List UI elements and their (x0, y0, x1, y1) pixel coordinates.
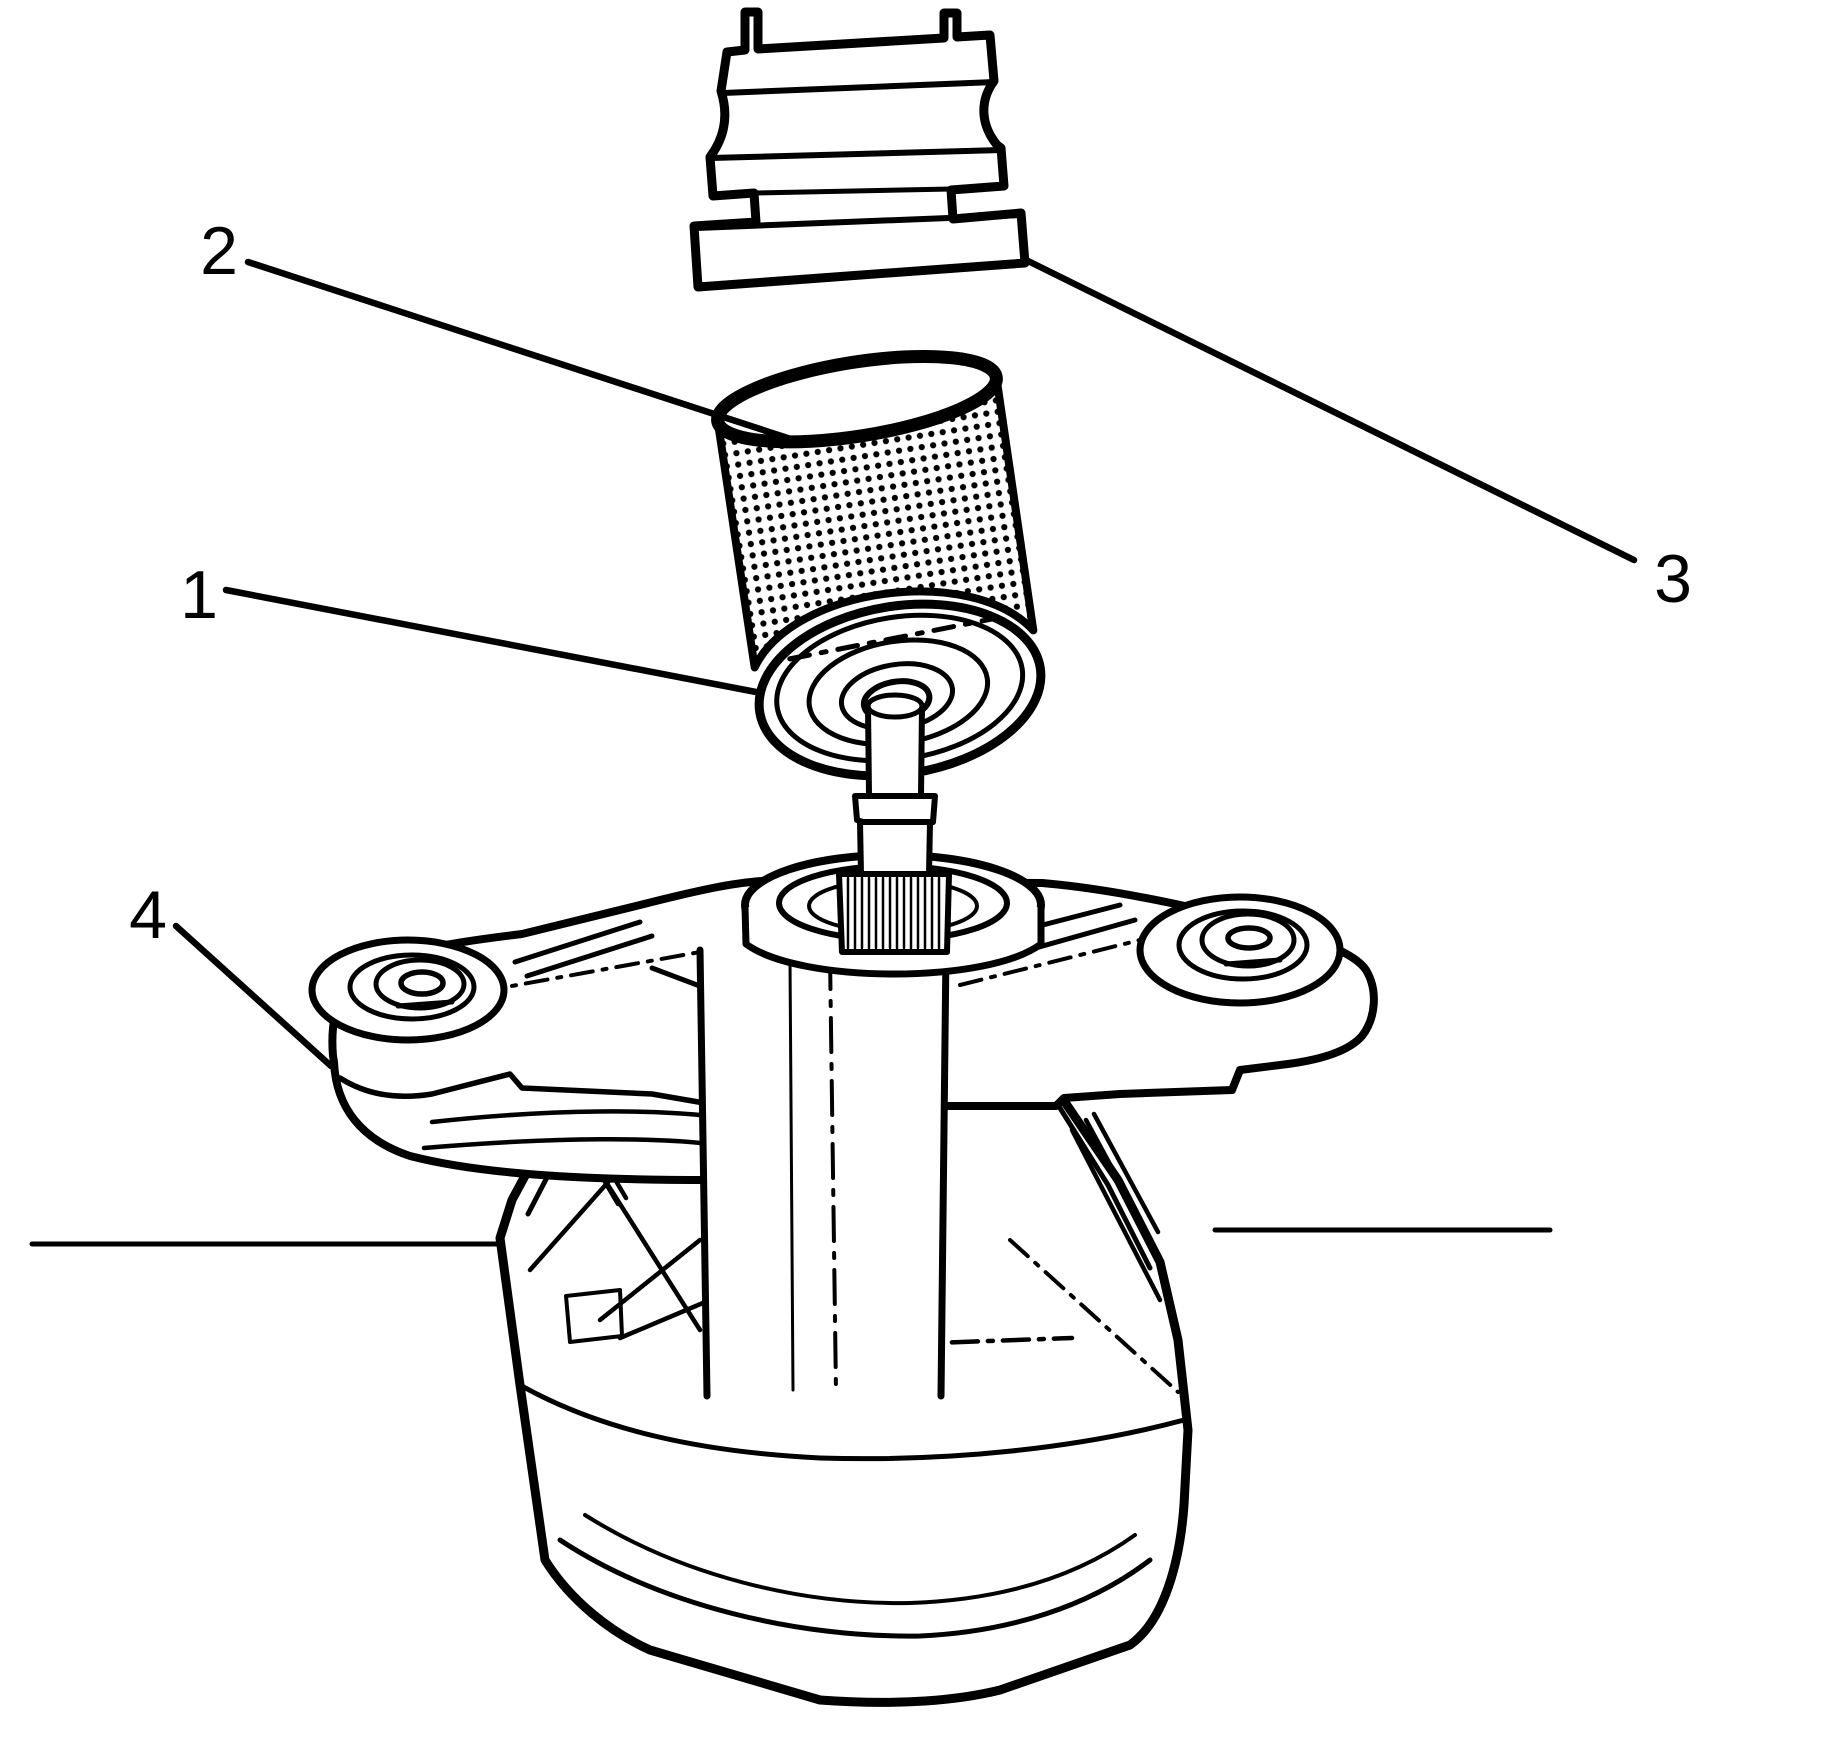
break-lines (29, 1227, 1553, 1247)
callout-label-1: 1 (180, 557, 218, 633)
leader-line-1 (222, 586, 760, 696)
pedestal-column (696, 946, 950, 1400)
leader-line-4 (172, 922, 335, 1070)
callout-labels: 1 2 3 4 (129, 213, 1692, 953)
shaft-tip (865, 692, 925, 720)
leader-lines (172, 255, 1638, 1070)
splined-end (836, 871, 952, 955)
damper-top-cap (711, 349, 1003, 449)
leader-line-3 (1020, 255, 1638, 564)
left-bushing (308, 936, 508, 1044)
callout-label-2: 2 (200, 213, 238, 289)
callout-label-4: 4 (129, 877, 167, 953)
callout-label-3: 3 (1654, 541, 1692, 617)
right-bushing (1136, 893, 1344, 1007)
damper-cylinder (711, 349, 1046, 781)
upper-isolator (689, 7, 1030, 292)
shaft (836, 692, 952, 955)
leader-line-2 (244, 258, 810, 448)
